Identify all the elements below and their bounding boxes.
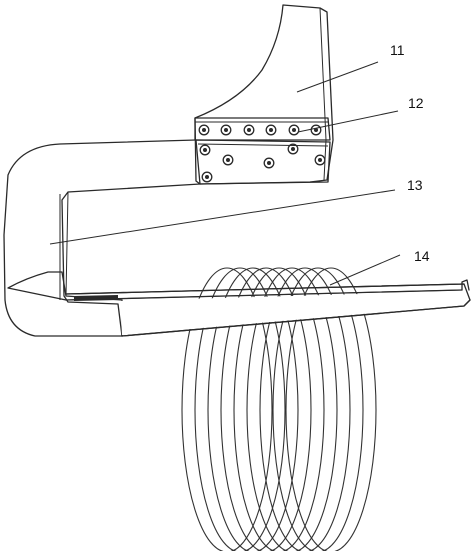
bolt-icon — [243, 124, 255, 136]
bolt-icon — [263, 157, 275, 169]
bolt-heads — [198, 124, 326, 183]
leader-line-13 — [49, 189, 396, 245]
leader-line-14 — [329, 254, 401, 286]
bolt-icon — [265, 124, 277, 136]
label-part-14: 14 — [414, 248, 430, 264]
upper-plate-inner-edge — [319, 7, 327, 181]
lower-jaw — [7, 271, 123, 337]
arm-front-mask — [120, 291, 464, 335]
upper-plate — [194, 4, 334, 185]
bolt-icon — [310, 124, 322, 136]
bolt-icon — [198, 124, 210, 136]
c-hook-body — [3, 139, 201, 337]
arm-tip-hook — [461, 279, 470, 291]
leader-line-12 — [297, 110, 399, 133]
bolt-icon — [288, 124, 300, 136]
label-part-13: 13 — [407, 177, 423, 193]
bolt-icon — [222, 154, 234, 166]
c-hook-inner-edge — [59, 191, 69, 300]
bolt-icon — [199, 144, 211, 156]
bolt-plate — [194, 117, 331, 185]
bolt-icon — [201, 171, 213, 183]
arm-front-edges — [65, 283, 471, 337]
label-part-11: 11 — [390, 42, 405, 58]
leader-line-11 — [296, 61, 379, 93]
bolt-icon — [220, 124, 232, 136]
bolt-icon — [287, 143, 299, 155]
bolt-icon — [314, 154, 326, 166]
label-part-12: 12 — [408, 95, 424, 111]
